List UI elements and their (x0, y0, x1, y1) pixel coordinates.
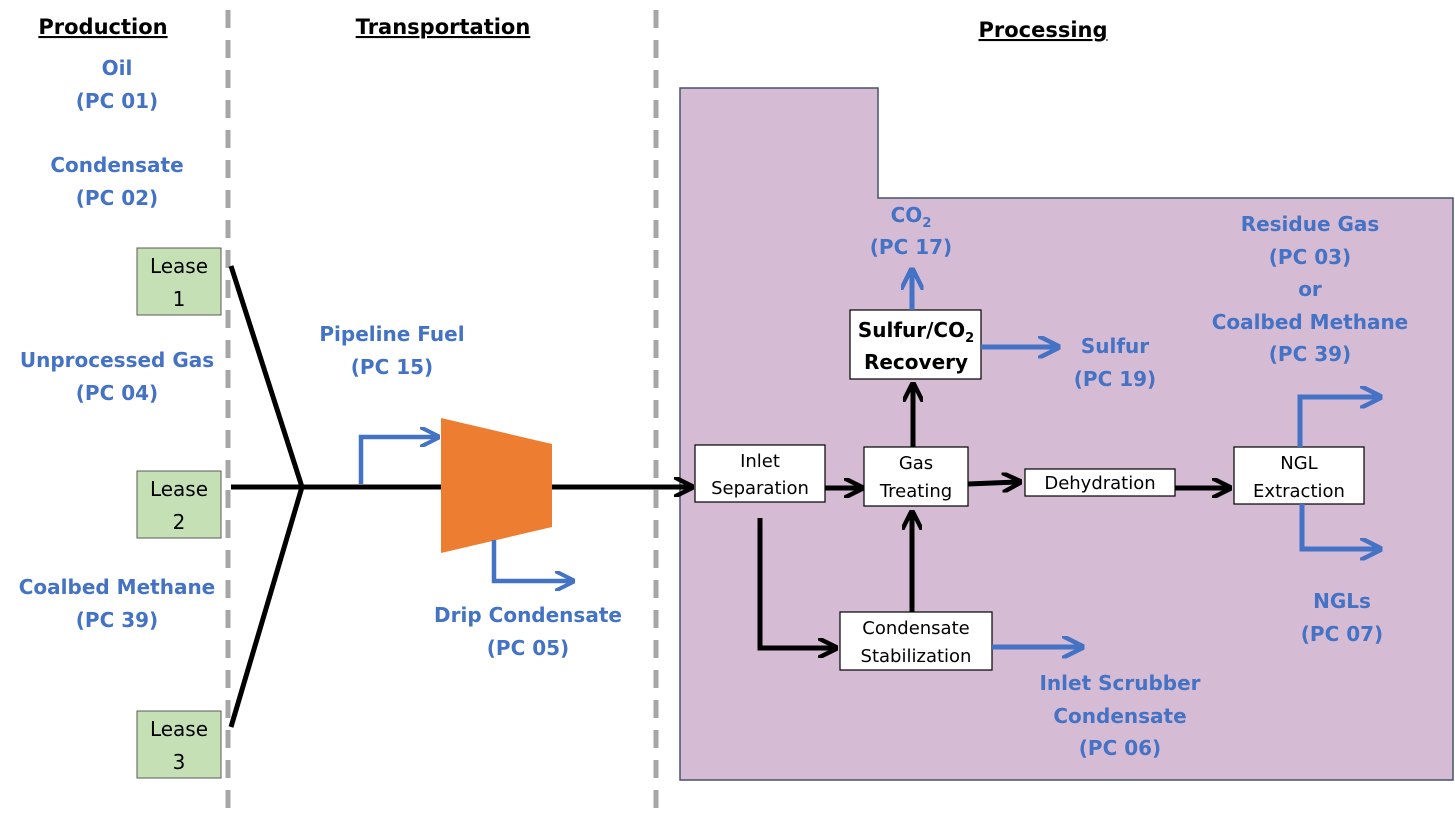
product-unprocessed-gas-name: Unprocessed Gas (20, 348, 214, 372)
lease-3-number: 3 (173, 750, 186, 774)
dehydration-label: Dehydration (1044, 473, 1155, 494)
product-oil-code: (PC 01) (76, 89, 158, 113)
inlet-scrubber-code: (PC 06) (1079, 736, 1161, 760)
sulfur-recovery-line1: Sulfur/CO2 (858, 318, 974, 346)
ngl-extraction-line2: Extraction (1253, 481, 1345, 502)
section-header-processing: Processing (978, 18, 1107, 42)
drip-condensate-arrow (491, 540, 571, 581)
ngl-extraction-line1: NGL (1280, 453, 1317, 474)
dehydration-box: Dehydration (1024, 468, 1176, 497)
pipeline-fuel-code: (PC 15) (351, 355, 433, 379)
inlet-scrubber-line1: Inlet Scrubber (1039, 671, 1200, 695)
ngls-name: NGLs (1313, 589, 1371, 613)
inlet-separation-box: Inlet Separation (694, 444, 826, 503)
ngls-code: (PC 07) (1301, 622, 1383, 646)
sulfur-recovery-line2: Recovery (864, 350, 968, 374)
co2-name: CO2 (891, 203, 932, 231)
ngl-extraction-box: NGL Extraction (1233, 446, 1365, 505)
sulfur-name: Sulfur (1081, 334, 1149, 358)
drip-condensate-name: Drip Condensate (434, 603, 622, 627)
product-unprocessed-gas-code: (PC 04) (76, 381, 158, 405)
condensate-stabilization-box: Condensate Stabilization (839, 611, 993, 671)
lease-2-label: Lease (150, 477, 208, 501)
sulfur-co2-recovery-box: Sulfur/CO2 Recovery (849, 309, 982, 380)
product-condensate-name: Condensate (50, 153, 183, 177)
compressor-icon (441, 418, 552, 553)
flow-treating-to-dehydration (967, 482, 1018, 484)
lease-2-number: 2 (173, 510, 186, 534)
lease-3: Lease 3 (136, 710, 222, 779)
lease-1-number: 1 (173, 287, 186, 311)
inlet-separation-line2: Separation (711, 478, 809, 499)
co2-code: (PC 17) (870, 235, 952, 259)
section-header-transportation: Transportation (356, 15, 531, 39)
residue-gas-code: (PC 03) (1269, 245, 1351, 269)
residue-gas-arrow (1297, 397, 1378, 447)
residue-gas-alt-name: Coalbed Methane (1212, 310, 1409, 334)
product-coalbed-methane-code: (PC 39) (76, 608, 158, 632)
product-condensate-code: (PC 02) (76, 186, 158, 210)
pipeline-fuel-name: Pipeline Fuel (319, 322, 464, 346)
condensate-stabilization-line1: Condensate (862, 618, 969, 639)
pipeline-fuel-arrow (358, 437, 436, 484)
gathering-line-lease-3 (228, 486, 305, 728)
product-oil-name: Oil (102, 56, 133, 80)
drip-condensate-code: (PC 05) (487, 636, 569, 660)
product-coalbed-methane-name: Coalbed Methane (19, 575, 216, 599)
condensate-stabilization-line2: Stabilization (861, 646, 972, 667)
gas-treating-line2: Treating (879, 481, 952, 502)
lease-3-label: Lease (150, 717, 208, 741)
section-header-production: Production (38, 15, 167, 39)
gathering-line-lease-1 (228, 265, 305, 488)
residue-gas-or: or (1298, 277, 1322, 301)
processing-area (679, 87, 1454, 781)
gas-treating-box: Gas Treating (863, 446, 969, 507)
lease-1-label: Lease (150, 254, 208, 278)
inlet-separation-line1: Inlet (740, 451, 780, 472)
flow-inlet-to-stabilization (757, 518, 834, 648)
lease-1: Lease 1 (136, 247, 222, 316)
gas-treating-line1: Gas (899, 453, 933, 474)
residue-gas-alt-code: (PC 39) (1269, 342, 1351, 366)
sulfur-code: (PC 19) (1074, 367, 1156, 391)
lease-2: Lease 2 (136, 470, 222, 539)
ngls-arrow (1299, 504, 1378, 549)
residue-gas-name: Residue Gas (1241, 212, 1380, 236)
inlet-scrubber-line2: Condensate (1053, 704, 1186, 728)
